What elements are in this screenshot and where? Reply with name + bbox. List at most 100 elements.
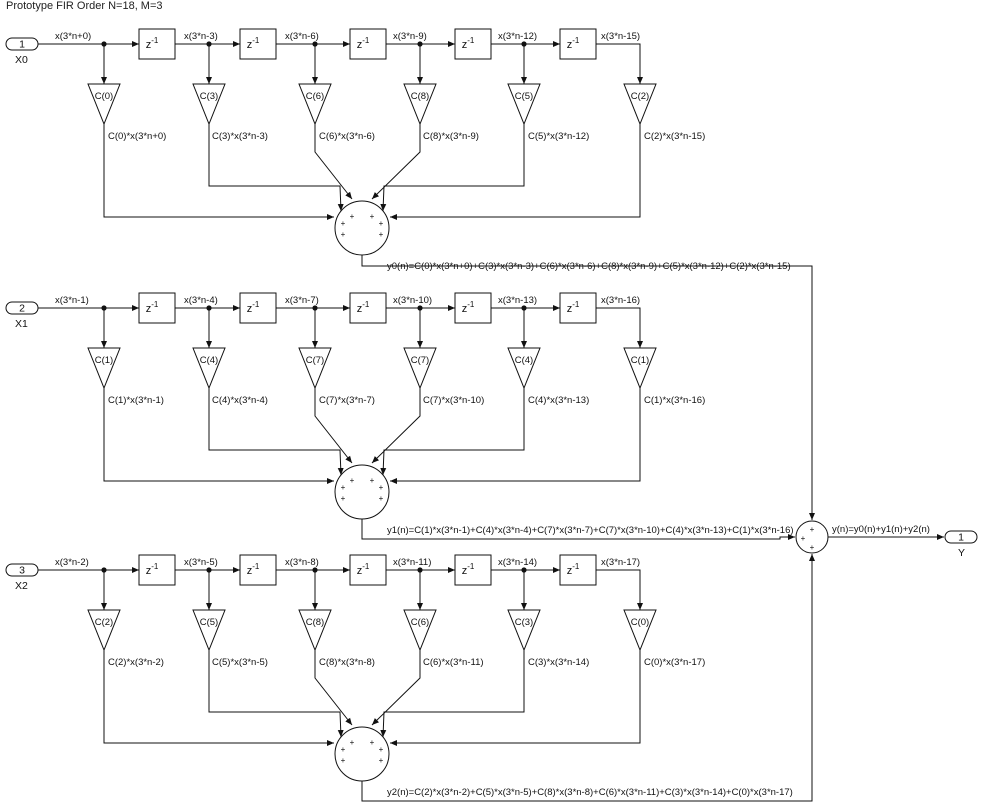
unit-delay-block[interactable]: z-1 (239, 292, 277, 324)
gain-block[interactable]: C(4) (192, 347, 226, 390)
delay-label: z-1 (357, 562, 370, 577)
unit-delay-block[interactable]: z-1 (349, 28, 387, 60)
inport-3[interactable]: 3 (5, 563, 39, 577)
tap-signal-label: x(3*n-9) (393, 31, 427, 42)
unit-delay-block[interactable]: z-1 (559, 28, 597, 60)
gain-block[interactable]: C(5) (507, 83, 541, 126)
product-signal-label: C(2)*x(3*n-15) (644, 131, 705, 142)
unit-delay-block[interactable]: z-1 (559, 292, 597, 324)
sum-input-wire (103, 650, 334, 746)
product-signal-label: C(4)*x(3*n-13) (528, 395, 589, 406)
sum-input-sign: + (350, 738, 355, 747)
unit-delay-block[interactable]: z-1 (138, 28, 176, 60)
unit-delay-block[interactable]: z-1 (239, 554, 277, 586)
sum-input-wire (208, 388, 344, 476)
sum-input-sign: + (350, 212, 355, 221)
gain-coefficient-label: C(2) (95, 617, 113, 628)
outport-number: 1 (958, 532, 964, 544)
delay-label: z-1 (247, 562, 260, 577)
sum-block-0[interactable]: ++++++ (334, 200, 390, 256)
gain-block[interactable]: C(5) (192, 609, 226, 652)
sum-block-1[interactable]: ++++++ (334, 464, 390, 520)
sum-input-wire (371, 388, 421, 464)
tap-signal-label: x(3*n-14) (498, 557, 537, 568)
gain-block[interactable]: C(7) (403, 347, 437, 390)
unit-delay-block[interactable]: z-1 (454, 28, 492, 60)
delay-label: z-1 (146, 36, 159, 51)
gain-block[interactable]: C(6) (298, 83, 332, 126)
gain-block[interactable]: C(1) (87, 347, 121, 390)
product-signal-label: C(0)*x(3*n+0) (108, 131, 166, 142)
unit-delay-block[interactable]: z-1 (349, 554, 387, 586)
gain-block[interactable]: C(2) (87, 609, 121, 652)
sum-block-2[interactable]: ++++++ (334, 726, 390, 782)
final-output-label: y(n)=y0(n)+y1(n)+y2(n) (832, 524, 930, 535)
gain-coefficient-label: C(3) (515, 617, 533, 628)
gain-coefficient-label: C(6) (411, 617, 429, 628)
product-signal-label: C(5)*x(3*n-12) (528, 131, 589, 142)
product-signal-label: C(8)*x(3*n-9) (423, 131, 479, 142)
unit-delay-block[interactable]: z-1 (454, 292, 492, 324)
tap-signal-label: x(3*n-16) (601, 295, 640, 306)
sum-input-wire (371, 650, 421, 726)
unit-delay-block[interactable]: z-1 (138, 292, 176, 324)
unit-delay-block[interactable]: z-1 (349, 292, 387, 324)
gain-block[interactable]: C(7) (298, 347, 332, 390)
gain-block[interactable]: C(6) (403, 609, 437, 652)
final-sum-block[interactable]: +++ (795, 520, 829, 554)
delay-label: z-1 (146, 562, 159, 577)
unit-delay-block[interactable]: z-1 (454, 554, 492, 586)
outport-name: Y (958, 547, 965, 559)
sum-input-wire (380, 388, 525, 476)
sum-input-sign: + (810, 543, 815, 552)
gain-block[interactable]: C(2) (623, 83, 657, 126)
unit-delay-block[interactable]: z-1 (138, 554, 176, 586)
inport-number: 2 (19, 303, 25, 315)
delay-label: z-1 (357, 36, 370, 51)
unit-delay-block[interactable]: z-1 (559, 554, 597, 586)
tap-signal-label: x(3*n-10) (393, 295, 432, 306)
inport-1[interactable]: 1 (5, 37, 39, 51)
product-signal-label: C(7)*x(3*n-10) (423, 395, 484, 406)
gain-coefficient-label: C(6) (306, 91, 324, 102)
inport-2[interactable]: 2 (5, 301, 39, 315)
unit-delay-block[interactable]: z-1 (239, 28, 277, 60)
gain-block[interactable]: C(3) (192, 83, 226, 126)
tap-signal-label: x(3*n+0) (55, 31, 91, 42)
sum-input-wire (208, 650, 344, 738)
tap-signal-label: x(3*n-11) (393, 557, 431, 568)
gain-coefficient-label: C(4) (515, 355, 533, 366)
gain-block[interactable]: C(8) (298, 609, 332, 652)
sum-input-sign: + (341, 483, 346, 492)
delay-label: z-1 (247, 300, 260, 315)
sum-input-sign: + (341, 219, 346, 228)
gain-block[interactable]: C(4) (507, 347, 541, 390)
tap-signal-label: x(3*n-2) (55, 557, 89, 568)
inport-number: 1 (19, 39, 25, 51)
delay-label: z-1 (567, 562, 580, 577)
sum-input-wire (380, 650, 525, 738)
inport-name: X0 (15, 54, 28, 66)
gain-coefficient-label: C(4) (200, 355, 218, 366)
gain-block[interactable]: C(0) (623, 609, 657, 652)
tap-signal-label: x(3*n-3) (184, 31, 218, 42)
gain-coefficient-label: C(0) (631, 617, 649, 628)
sum-input-sign: + (810, 525, 815, 534)
gain-coefficient-label: C(1) (95, 355, 113, 366)
tap-signal-label: x(3*n-6) (285, 31, 319, 42)
tap-signal-label: x(3*n-12) (498, 31, 537, 42)
outport-y[interactable]: 1 (944, 530, 978, 544)
sum-input-sign: + (379, 230, 384, 239)
gain-coefficient-label: C(7) (411, 355, 429, 366)
gain-block[interactable]: C(0) (87, 83, 121, 126)
gain-block[interactable]: C(3) (507, 609, 541, 652)
gain-coefficient-label: C(5) (200, 617, 218, 628)
sum-input-sign: + (379, 745, 384, 754)
tap-signal-label: x(3*n-8) (285, 557, 319, 568)
tap-wire (596, 307, 643, 348)
product-signal-label: C(8)*x(3*n-8) (319, 657, 375, 668)
gain-block[interactable]: C(1) (623, 347, 657, 390)
gain-block[interactable]: C(8) (403, 83, 437, 126)
